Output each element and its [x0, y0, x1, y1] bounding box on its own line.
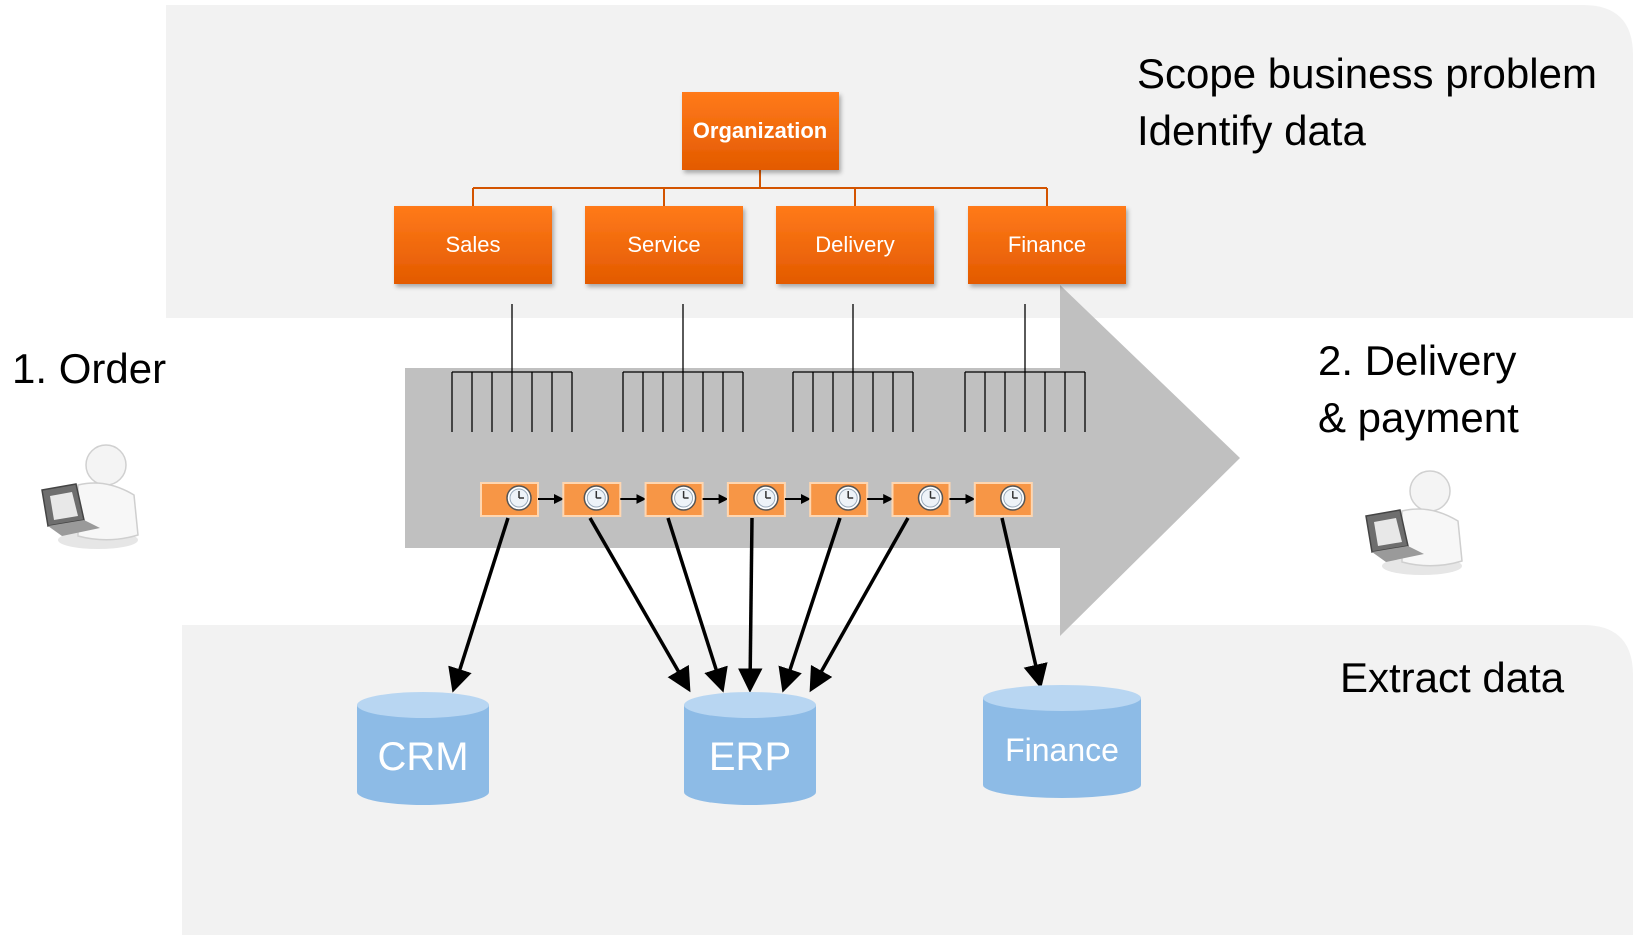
extraction-arrow: [778, 517, 842, 693]
person-laptop-icon: [41, 444, 139, 549]
extraction-arrow: [809, 517, 910, 693]
database-label-crm: CRM: [377, 735, 468, 779]
clock-icon: [753, 485, 779, 511]
process-step: [891, 482, 951, 517]
database-label-erp: ERP: [709, 735, 791, 779]
data-extraction-arrows: [448, 517, 1048, 693]
process-step: [809, 482, 869, 517]
org-root-box: [682, 92, 839, 170]
sub-org-comb: [964, 304, 1086, 432]
database-crm: CRM: [357, 692, 489, 805]
process-step: [726, 482, 786, 517]
org-connectors: [472, 170, 1048, 206]
extract-label: Extract data: [1340, 654, 1565, 701]
extraction-arrow: [588, 517, 691, 693]
clock-icon: [583, 485, 610, 511]
org-dept-sales: Sales: [394, 206, 552, 284]
process-step: [480, 482, 539, 517]
database-label-finance: Finance: [1005, 732, 1119, 768]
process-step: [562, 482, 622, 517]
extraction-arrow: [448, 517, 510, 693]
org-dept-finance: Finance: [968, 206, 1126, 284]
bottom-band: [182, 625, 1633, 935]
org-dept-delivery: Delivery: [776, 206, 934, 284]
clock-icon: [506, 485, 532, 511]
dept-label-delivery: Delivery: [815, 232, 894, 257]
sub-org-combs: [451, 304, 1086, 432]
delivery-label-line2: & payment: [1318, 394, 1519, 441]
database-erp: ERP: [684, 692, 816, 805]
delivery-label-line1: 2. Delivery: [1318, 337, 1516, 384]
sub-org-comb: [622, 304, 744, 432]
sub-org-comb: [792, 304, 914, 432]
process-arrow: [405, 285, 1240, 636]
extraction-arrow: [737, 517, 763, 693]
clock-icon: [835, 485, 861, 511]
person-laptop-icon: [1365, 470, 1463, 575]
process-step: [973, 482, 1033, 517]
process-step: [644, 482, 704, 517]
database-finance: Finance: [983, 685, 1141, 798]
dept-label-finance: Finance: [1008, 232, 1086, 257]
process-steps: [480, 482, 1033, 517]
sub-org-comb: [451, 304, 573, 432]
clock-icon: [670, 485, 697, 511]
org-root-label: Organization: [693, 118, 827, 143]
org-dept-service: Service: [585, 206, 743, 284]
scope-text-line2: Identify data: [1137, 107, 1366, 154]
extraction-arrow: [1000, 517, 1048, 689]
order-label: 1. Order: [12, 345, 166, 392]
clock-icon: [1000, 485, 1026, 511]
dept-label-service: Service: [627, 232, 700, 257]
clock-icon: [917, 485, 944, 511]
scope-text-line1: Scope business problem: [1137, 50, 1597, 97]
dept-label-sales: Sales: [445, 232, 500, 257]
extraction-arrow: [666, 517, 728, 693]
